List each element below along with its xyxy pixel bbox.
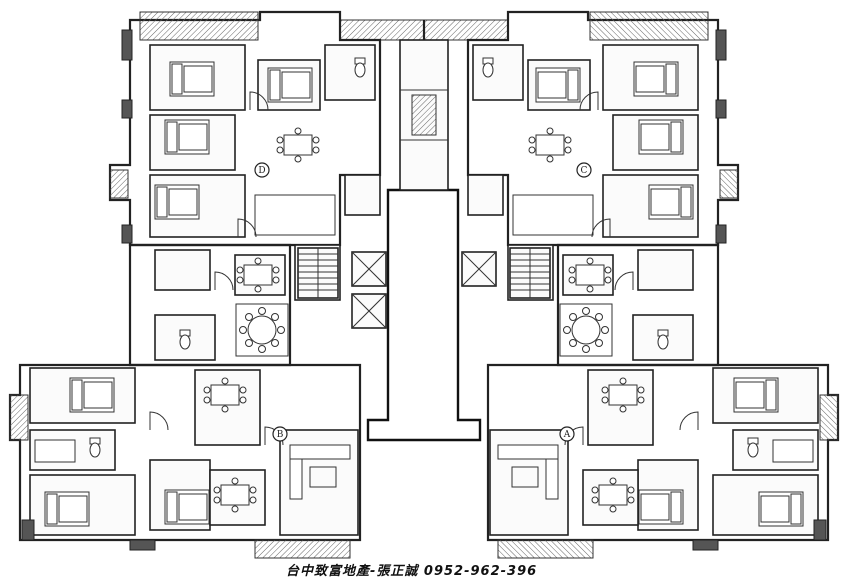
unit-label-c: C (581, 166, 588, 176)
unit-label-b: B (277, 430, 284, 440)
elevator-1 (351, 251, 387, 287)
elevator-2 (351, 293, 387, 329)
unit-label-d: D (258, 166, 265, 176)
left-half (10, 12, 387, 558)
unit-marker-c: C (576, 162, 592, 178)
central-core (339, 19, 509, 442)
unit-marker-b: B (272, 426, 288, 442)
unit-markers: D C B A (254, 162, 592, 442)
right-half (461, 12, 838, 558)
unit-marker-a: A (559, 426, 575, 442)
unit-label-a: A (563, 430, 571, 440)
unit-marker-d: D (254, 162, 270, 178)
credit-text: 台中致富地產-張正誠 0952-962-396 (286, 564, 538, 579)
